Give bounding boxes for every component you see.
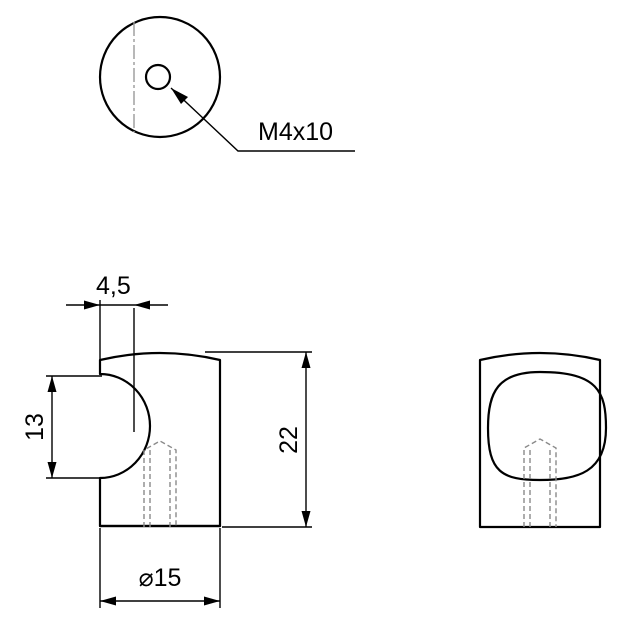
dimension-slot-depth: 4,5	[66, 272, 168, 360]
recess-height-label: 13	[21, 413, 49, 441]
hidden-thread-hole	[143, 440, 177, 527]
thread-leader-line	[170, 87, 355, 152]
side-view-outline	[478, 351, 602, 529]
diameter-label: ⌀15	[139, 564, 182, 592]
side-view	[478, 351, 608, 529]
dimension-total-height: 22	[205, 351, 312, 528]
thread-leader-arrow	[171, 88, 188, 104]
dimension-diameter: ⌀15	[99, 528, 221, 608]
thread-hole	[144, 63, 172, 91]
side-view-hidden-thread-hole	[523, 438, 557, 527]
top-view-outline	[98, 15, 222, 139]
total-height-label: 22	[275, 426, 303, 454]
dimension-recess-height: 13	[21, 375, 102, 479]
front-view	[98, 308, 222, 528]
side-view-recess	[486, 370, 608, 482]
slot-depth-label: 4,5	[96, 272, 131, 300]
thread-label: M4x10	[258, 118, 333, 146]
top-view: M4x10	[98, 15, 355, 152]
front-view-outline	[98, 351, 222, 528]
